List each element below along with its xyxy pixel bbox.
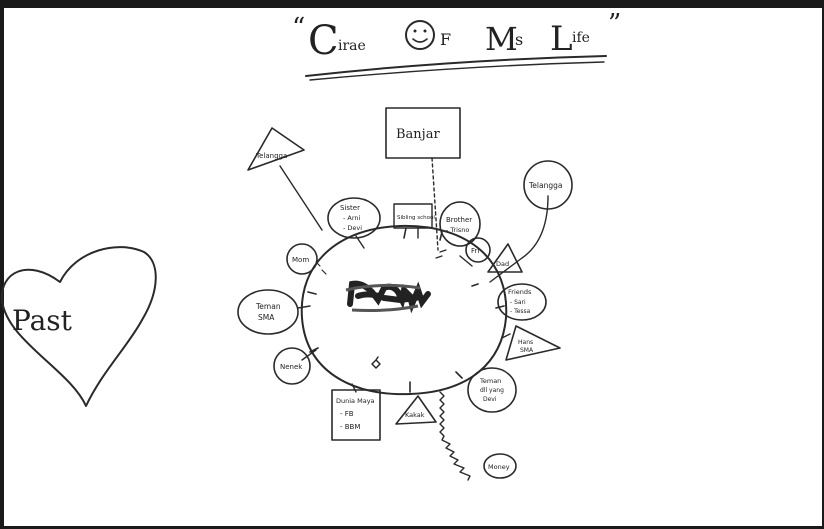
- node-hans-sma: Hans SMA: [505, 325, 561, 361]
- fri-label: Fri: [471, 247, 479, 255]
- money-label: Money: [488, 463, 510, 471]
- node-telaga-left: Telangga: [247, 127, 305, 171]
- teman-smp-line1: Teman: [479, 377, 501, 385]
- teman-smp-line2: dll yang: [480, 387, 504, 394]
- title-word4-rest: ife: [572, 30, 590, 46]
- heart-icon: [0, 246, 157, 407]
- kakak-label: Kakak: [405, 411, 425, 419]
- mom-label: Mom: [292, 256, 309, 264]
- title-initial-c: C: [308, 18, 339, 64]
- title-word2-rest: F: [440, 30, 451, 49]
- hans-sma-line2: SMA: [520, 347, 534, 354]
- title-initial-m: M: [485, 20, 518, 58]
- title-word3-rest: s: [515, 30, 523, 49]
- banjar-label: Banjar: [396, 127, 440, 142]
- past-heart: Past: [0, 246, 157, 407]
- teman-sma-line1: Teman: [255, 302, 281, 311]
- title-close-quote: ”: [608, 9, 621, 39]
- paper-sheet: [4, 6, 822, 526]
- friends-line1: Friends: [508, 288, 532, 296]
- center-name-scribble: [345, 280, 431, 314]
- hans-sma-line1: Hans: [518, 339, 533, 346]
- node-brother: Brother - Trisno: [439, 201, 481, 247]
- sibling-school-label: Sibling school: [397, 215, 435, 221]
- money-squiggle: [439, 391, 471, 481]
- node-teman-smp: Teman dll yang Devi: [467, 367, 517, 413]
- node-sister: Sister - Arni - Devi: [327, 197, 381, 239]
- title-initial-l: L: [550, 19, 573, 59]
- friends-line2: - Sari: [510, 299, 526, 306]
- dunia-maya-line1: Dunia Maya: [336, 397, 375, 405]
- dad-label: Dad: [496, 260, 509, 268]
- node-nenek: Nenek: [273, 347, 311, 385]
- teman-sma-line2: SMA: [258, 313, 275, 322]
- node-friends: Friends - Sari - Tessa: [497, 283, 547, 321]
- past-label: Past: [12, 304, 73, 337]
- dunia-maya-line3: - BBM: [340, 423, 360, 431]
- small-doodle-icon: [371, 356, 381, 369]
- brother-line1: Brother: [446, 216, 472, 224]
- node-dad: Dad: [487, 243, 523, 273]
- node-banjar: Banjar: [385, 107, 461, 159]
- node-teman-sma: Teman SMA: [237, 289, 299, 335]
- telaga-right-label: Telangga: [528, 181, 562, 190]
- node-fri: Fri: [465, 237, 491, 263]
- node-sibling-school: Sibling school: [393, 203, 435, 229]
- brother-line2: - Trisno: [446, 226, 469, 234]
- teman-smp-line3: Devi: [483, 396, 497, 403]
- node-money: Money: [483, 453, 517, 479]
- nenek-label: Nenek: [280, 363, 303, 371]
- title-open-quote: “: [292, 13, 305, 43]
- node-kakak: Kakak: [395, 395, 437, 425]
- dunia-maya-line2: - FB: [340, 410, 354, 418]
- friends-line3: - Tessa: [510, 308, 531, 315]
- title-underline: [305, 55, 607, 77]
- sister-line1: Sister: [340, 204, 360, 212]
- title-word1-rest: irae: [338, 38, 366, 54]
- node-dunia-maya: Dunia Maya - FB - BBM: [331, 389, 381, 441]
- smiley-icon: [405, 20, 435, 50]
- sister-line3: - Devi: [343, 224, 362, 232]
- telaga-left-label: Telangga: [255, 152, 287, 160]
- sister-line2: - Arni: [343, 214, 361, 222]
- title: “ C irae F M s L ife ”: [292, 9, 621, 81]
- node-telaga-right: Telangga: [523, 160, 573, 210]
- node-mom: Mom: [286, 243, 318, 275]
